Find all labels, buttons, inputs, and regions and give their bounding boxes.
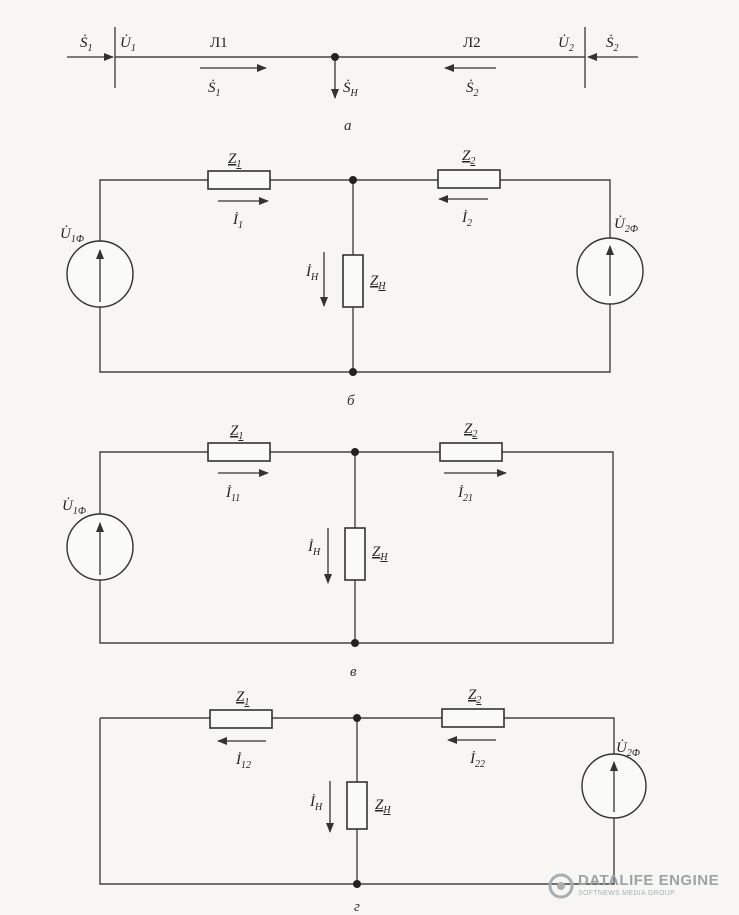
label-u2: U̇2 (558, 35, 574, 54)
watermark: DATALIFE ENGINE SOFTNEWS MEDIA GROUP (548, 869, 728, 905)
label-ih: İН (307, 539, 321, 558)
caption-b: б (347, 393, 355, 409)
label-s1-mid: Ṡ1 (208, 79, 221, 99)
panel-d: Z1 Z2 ZН İ12 İ22 İН U̇2Ф г (99, 687, 647, 915)
label-i21: İ21 (457, 485, 473, 504)
label-z1: Z1 (230, 423, 243, 442)
label-ih: İН (305, 264, 319, 283)
watermark-title: DATALIFE ENGINE (578, 872, 720, 889)
node-c-top (351, 448, 359, 456)
caption-c: в (350, 664, 357, 680)
panel-a: Ṡ1 U̇1 Л1 Ṡ1 ṠН Л2 Ṡ2 U̇2 Ṡ2 а (67, 27, 638, 134)
label-z1: Z1 (228, 151, 241, 170)
panel-b: Z1 Z2 ZН İ1 İ2 İН U̇1Ф U̇2Ф б (60, 148, 644, 409)
label-zh: ZН (370, 273, 386, 292)
label-u1f: U̇1Ф (62, 498, 86, 517)
resistor-z2 (441, 708, 505, 728)
label-i22: İ22 (469, 751, 485, 770)
node-d-top (353, 714, 361, 722)
label-u2f: U̇2Ф (614, 216, 638, 235)
label-zh: ZН (372, 544, 388, 563)
caption-a: а (344, 118, 352, 134)
resistor-z1 (207, 442, 271, 462)
resistor-z1 (209, 709, 273, 729)
node-b-top (349, 176, 357, 184)
resistor-zh (342, 254, 364, 308)
node-d-bottom (353, 880, 361, 888)
label-i1: İ1 (232, 212, 243, 231)
panel-c: Z1 Z2 ZН İ11 İ21 İН U̇1Ф в (62, 421, 614, 680)
label-z2: Z2 (468, 687, 481, 706)
label-u2f: U̇2Ф (616, 740, 640, 759)
label-s2-mid: Ṡ2 (466, 79, 479, 99)
label-s1-left: Ṡ1 (80, 34, 93, 54)
resistor-z1 (207, 170, 271, 190)
label-l1: Л1 (210, 35, 228, 51)
label-u1f: U̇1Ф (60, 226, 84, 245)
caption-d: г (354, 899, 360, 915)
label-z2: Z2 (464, 421, 477, 440)
label-i12: İ12 (235, 752, 251, 771)
label-z2: Z2 (462, 148, 475, 167)
load-node (331, 53, 339, 61)
resistor-z2 (437, 169, 501, 189)
label-l2: Л2 (463, 35, 481, 51)
label-z1: Z1 (236, 689, 249, 708)
resistor-zh (344, 527, 366, 581)
node-b-bottom (349, 368, 357, 376)
resistor-zh (346, 781, 368, 830)
label-i2: İ2 (461, 210, 472, 229)
watermark-subtitle: SOFTNEWS MEDIA GROUP (578, 890, 676, 897)
node-c-bottom (351, 639, 359, 647)
label-u1: U̇1 (120, 35, 136, 54)
label-ih: İН (309, 794, 323, 813)
resistor-z2 (439, 442, 503, 462)
label-sh: ṠН (343, 79, 359, 99)
label-s2-right: Ṡ2 (606, 34, 619, 54)
label-zh: ZН (375, 797, 391, 816)
label-i11: İ11 (225, 485, 240, 504)
watermark-logo-icon (548, 873, 574, 899)
